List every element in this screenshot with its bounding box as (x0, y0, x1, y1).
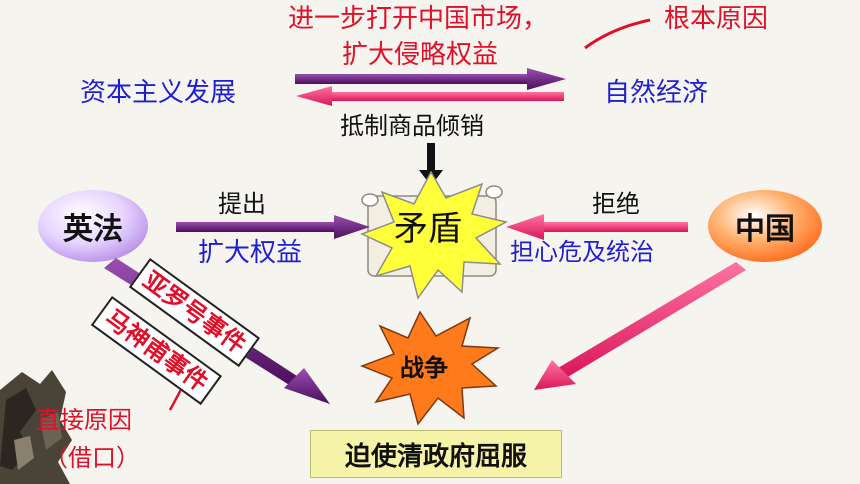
top-note-line1: 进一步打开中国市场， (288, 4, 549, 34)
arrow-china-to-contradiction (506, 214, 688, 240)
contradiction-label: 矛盾 (394, 209, 462, 249)
root-cause-label: 根本原因 (664, 4, 769, 34)
china-node: 中国 (735, 212, 795, 247)
worry-rule-label: 担心危及统治 (510, 238, 654, 266)
expand-rights-label: 扩大权益 (198, 238, 303, 268)
war-burst (359, 310, 501, 426)
britain-france-oval (38, 190, 148, 262)
top-note-line2: 扩大侵略权益 (342, 40, 499, 70)
britain-france-node: 英法 (63, 212, 123, 247)
capitalism-development-label: 资本主义发展 (80, 78, 237, 108)
war-label: 战争 (400, 354, 448, 382)
direct-cause-label: 直接原因 (36, 406, 132, 434)
arrow-britain-france-to-contradiction (176, 215, 370, 239)
propose-label: 提出 (218, 190, 266, 218)
arrow-natural-economy-resist (296, 86, 564, 106)
arrow-capitalism-to-natural-economy (295, 68, 566, 90)
resist-dumping-label: 抵制商品倾销 (340, 112, 484, 140)
contradiction-burst (360, 170, 509, 300)
rock-decoration (0, 370, 72, 484)
natural-economy-label: 自然经济 (604, 78, 709, 108)
outcome-box: 迫使清政府屈服 (310, 430, 562, 478)
china-oval (708, 190, 822, 262)
arrow-china-to-war (534, 262, 746, 390)
excuse-label: （借口） (44, 444, 140, 472)
refuse-label: 拒绝 (592, 190, 640, 218)
root-cause-line (584, 18, 651, 50)
